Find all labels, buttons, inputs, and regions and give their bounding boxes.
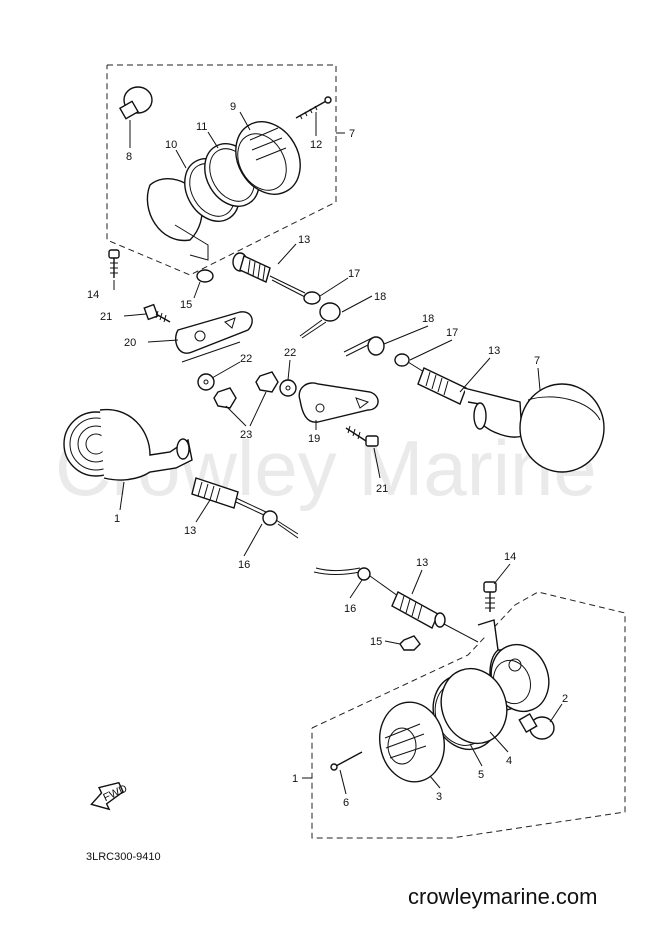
wire-harness-upper <box>232 252 341 339</box>
assembly-1-lower <box>302 581 626 839</box>
diagram-code: 3LRC300-9410 <box>86 851 161 863</box>
part-label: 12 <box>310 139 322 151</box>
part-label: 13 <box>416 557 428 569</box>
part-label: 16 <box>344 603 356 615</box>
part-label: 3 <box>436 791 442 803</box>
part-label: 21 <box>376 483 388 495</box>
part-label: 21 <box>100 311 112 323</box>
part-label: 5 <box>478 769 484 781</box>
bolt-part-21-lower <box>345 425 379 447</box>
bracket-part-19 <box>298 382 379 423</box>
part-label: 1 <box>292 773 298 785</box>
part-label: 13 <box>184 525 196 537</box>
assembly-7-upper <box>106 64 345 283</box>
rim-part-9 <box>235 121 301 195</box>
part-label: 13 <box>488 345 500 357</box>
part-label: 22 <box>240 353 252 365</box>
leader-lines <box>113 111 563 795</box>
part-label: 4 <box>506 755 512 767</box>
part-label: 17 <box>446 327 458 339</box>
part-label: 15 <box>370 636 382 648</box>
part-label: 11 <box>196 121 207 133</box>
bracket-part-20 <box>174 311 253 363</box>
part-label: 15 <box>180 299 192 311</box>
part-label: 6 <box>343 797 349 809</box>
part-label: 19 <box>308 433 320 445</box>
part-label: 8 <box>126 151 132 163</box>
part-label: 7 <box>534 355 540 367</box>
bolt-part-21-upper <box>143 303 171 323</box>
part-label: 14 <box>504 551 516 563</box>
part-label: 23 <box>240 429 252 441</box>
part-labels: 8 9 11 10 12 7 13 17 18 14 15 21 20 22 2… <box>87 101 568 809</box>
bulb-part-8 <box>118 86 153 145</box>
wire-harness-lower <box>313 567 479 643</box>
washer-part-22a <box>197 373 215 391</box>
nut-part-23b <box>255 371 279 393</box>
part-label: 20 <box>124 337 136 349</box>
part-label: 16 <box>238 559 250 571</box>
part-label: 18 <box>422 313 434 325</box>
part-label: 22 <box>284 347 296 359</box>
forward-arrow-icon: FWD <box>90 781 129 811</box>
part-label: 2 <box>562 693 568 705</box>
part-label: 7 <box>349 128 355 140</box>
nut-part-23a <box>213 387 237 409</box>
part-label: 10 <box>165 139 177 151</box>
turn-signal-assembly-1-left <box>63 408 299 539</box>
part-label: 13 <box>298 234 310 246</box>
part-label: 9 <box>230 101 236 113</box>
footer-url: crowleymarine.com <box>408 884 598 909</box>
washer-part-22b <box>279 379 297 397</box>
part-label: 1 <box>114 513 120 525</box>
part-label: 17 <box>348 268 360 280</box>
part-label: 14 <box>87 289 99 301</box>
turn-signal-assembly-7-right <box>343 336 605 473</box>
part-label: 18 <box>374 291 386 303</box>
